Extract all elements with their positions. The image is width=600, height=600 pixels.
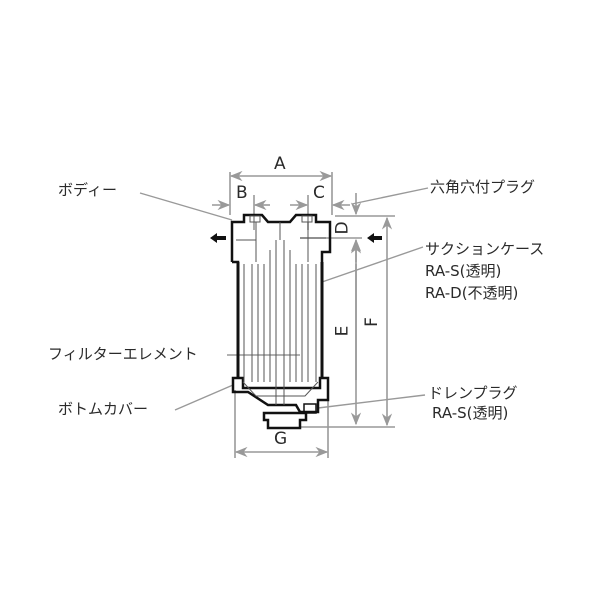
label-bottom-cover: ボトムカバー [58, 400, 149, 418]
dim-label-g: G [274, 429, 288, 449]
outlet-arrow-icon [210, 233, 226, 243]
flow-arrows [210, 233, 382, 243]
label-suction-case: サクションケース [425, 240, 545, 258]
filter-body [230, 213, 332, 430]
dim-label-e: E [332, 325, 353, 337]
label-body: ボディー [58, 181, 117, 199]
dim-label-d: D [332, 221, 353, 235]
label-drain-plug-ras: RA-S(透明) [432, 404, 509, 422]
dim-label-f: F [361, 317, 382, 327]
label-suction-case-ras: RA-S(透明) [425, 262, 502, 280]
label-hex-plug: 六角穴付プラグ [430, 178, 536, 196]
dim-label-c: C [313, 183, 325, 203]
filter-element-lines [236, 215, 326, 405]
label-filter-element: フィルターエレメント [48, 345, 198, 363]
label-drain-plug: ドレンプラグ [428, 384, 518, 402]
label-suction-case-rad: RA-D(不透明) [425, 284, 519, 302]
inlet-arrow-icon [367, 233, 382, 243]
dim-label-b: B [236, 183, 248, 203]
dim-label-a: A [274, 154, 286, 174]
